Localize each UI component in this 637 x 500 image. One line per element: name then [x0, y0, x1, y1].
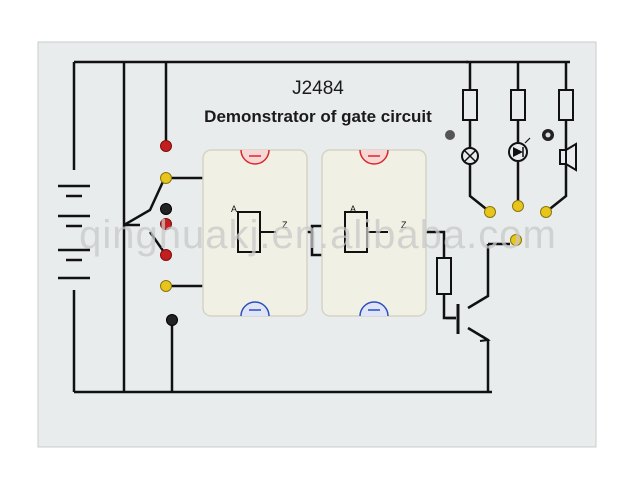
branch-1-low-wire: [468, 164, 491, 213]
red-socket[interactable]: [160, 249, 172, 261]
red-socket[interactable]: [160, 218, 172, 230]
gate-input-label: A: [350, 204, 356, 214]
watermark-text: qinghuakj.en.alibaba.com: [79, 213, 557, 257]
black-socket[interactable]: [160, 203, 172, 215]
battery-icon: [58, 170, 90, 290]
model-number: J2484: [292, 78, 344, 99]
module-bottom-terminal: [240, 301, 270, 317]
red-socket[interactable]: [160, 140, 172, 152]
collector-wire: [467, 244, 490, 310]
gate-output-label: Z: [282, 220, 288, 230]
yellow-socket[interactable]: [510, 234, 522, 246]
buzzer-icon: [559, 142, 577, 172]
resistor-icon: [462, 89, 478, 121]
gate-module-1: A Z: [202, 149, 308, 317]
gate-output-label: Z: [401, 220, 407, 230]
yellow-socket[interactable]: [484, 206, 496, 218]
yellow-socket[interactable]: [160, 280, 172, 292]
lamp-icon: [461, 147, 479, 165]
base-resistor-top-wire: [430, 230, 446, 258]
gate-module-2: A Z: [321, 149, 427, 317]
gate-input-label: A: [231, 204, 237, 214]
resistor-icon: [510, 89, 526, 121]
indicator-socket-center: [545, 132, 551, 138]
base-resistor-icon: [436, 257, 452, 295]
transistor-icon: [446, 304, 491, 342]
yellow-socket[interactable]: [160, 172, 172, 184]
module-top-terminal: [240, 149, 270, 165]
socket-jacks: [160, 140, 552, 326]
module-top-terminal: [359, 149, 389, 165]
indicator-socket: [445, 130, 455, 140]
led-icon: [508, 137, 531, 162]
module-bottom-terminal: [359, 301, 389, 317]
switch-arm-upper: [123, 174, 168, 227]
branch-3-low-wire: [545, 164, 568, 213]
resistor-icon: [558, 89, 574, 121]
yellow-socket[interactable]: [540, 206, 552, 218]
yellow-socket[interactable]: [512, 200, 524, 212]
board-title: Demonstrator of gate circuit: [204, 107, 432, 126]
output-resistors: [436, 89, 574, 295]
black-socket[interactable]: [166, 314, 178, 326]
